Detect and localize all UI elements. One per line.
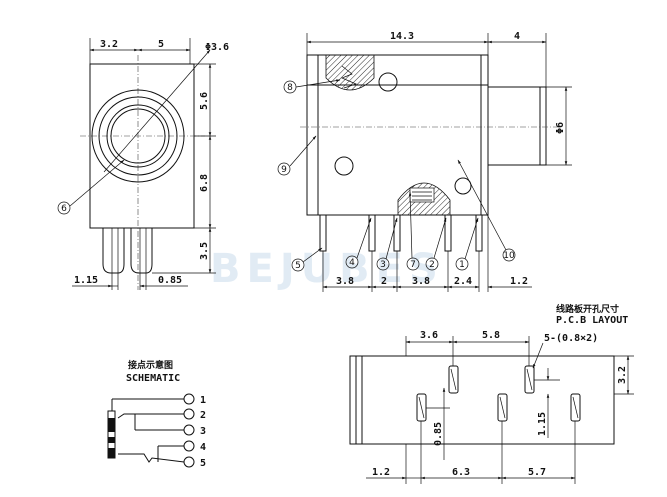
- pcb-dim-bottom-2: 6.3: [452, 467, 470, 478]
- callout-6: 6: [61, 204, 67, 214]
- callout-4: 4: [349, 258, 355, 268]
- side-dim-bottom-1: 3.8: [336, 276, 354, 287]
- pcb-dim-right: 3.2: [617, 366, 628, 384]
- pin-4-terminal: [183, 440, 195, 452]
- jack-hole: [110, 108, 166, 164]
- pcb-pad-2: [524, 365, 535, 394]
- callout-2: 2: [429, 260, 435, 270]
- pcb-pad-3: [416, 393, 427, 422]
- front-dim-top-right: 5: [158, 39, 164, 50]
- side-hole-right: [454, 177, 472, 195]
- pin-label-5: 5: [200, 458, 206, 469]
- pcb-dim-top-1: 3.6: [420, 330, 438, 341]
- front-dim-right-1: 5.6: [199, 92, 210, 110]
- pin-label-1: 1: [200, 395, 206, 406]
- side-dim-bottom-4: 2.4: [454, 276, 472, 287]
- callout-5: 5: [295, 261, 301, 271]
- callout-8: 8: [287, 83, 293, 93]
- schematic: 接点示意图 SCHEMATIC 1 2 3 4 5: [107, 359, 206, 469]
- side-dim-top-barrel: 4: [514, 31, 520, 42]
- callout-10: 10: [503, 251, 515, 261]
- pcb-title-cn: 线路板开孔尺寸: [556, 303, 619, 315]
- callout-9: 9: [281, 165, 287, 175]
- front-view: 3.2 5 Φ3.6 5.6 6.8 3.5 1.15 0.85 6: [57, 38, 229, 290]
- front-dim-bottom-right: 0.85: [158, 275, 182, 286]
- pin-3-terminal: [183, 424, 195, 436]
- pcb-layout: 线路板开孔尺寸 P.C.B LAYOUT 3.6 5.8 5-(0.8×2): [349, 303, 634, 484]
- callout-3: 3: [380, 260, 386, 270]
- callout-6-circle: [57, 201, 71, 215]
- pcb-pad-5: [570, 393, 581, 422]
- side-dim-bottom-5: 1.2: [510, 276, 528, 287]
- watermark: BEJUBES: [210, 246, 444, 292]
- schematic-title-en: SCHEMATIC: [126, 373, 180, 384]
- pcb-pad-4: [497, 393, 508, 422]
- pin-2-terminal: [183, 408, 195, 420]
- pin-label-3: 3: [200, 426, 206, 437]
- front-dim-right-3: 3.5: [199, 242, 210, 260]
- pin-1-terminal: [183, 393, 195, 405]
- front-dim-right-2: 6.8: [199, 174, 210, 192]
- side-dim-bottom-3: 3.8: [412, 276, 430, 287]
- side-hole-left: [334, 156, 354, 176]
- side-hole-top: [378, 72, 398, 92]
- front-pin-left: [102, 228, 125, 274]
- pcb-title-en: P.C.B LAYOUT: [556, 315, 628, 326]
- pcb-dim-inner-2: 1.15: [537, 412, 548, 436]
- pcb-dim-bottom-3: 5.7: [528, 467, 546, 478]
- pcb-dim-inner-1: 0.85: [433, 422, 444, 446]
- pcb-hole-label: 5-(0.8×2): [544, 333, 598, 344]
- side-view: 14.3 4 Φ6 3.8 2 3.8 2.4 1.2 8 9 5: [277, 31, 572, 292]
- callout-1: 1: [459, 260, 465, 270]
- front-dim-top-left: 3.2: [100, 39, 118, 50]
- side-diameter-label: Φ6: [555, 122, 566, 134]
- pin-label-2: 2: [200, 410, 206, 421]
- front-dim-bottom-left: 1.15: [74, 275, 98, 286]
- front-pin-right: [130, 228, 153, 274]
- side-pin-4: [444, 214, 452, 252]
- pin-5-terminal: [183, 456, 195, 468]
- pin-label-4: 4: [200, 442, 206, 453]
- side-dim-bottom-2: 2: [381, 276, 387, 287]
- jack-barrel: [487, 86, 547, 166]
- jack-outer-ring: [91, 89, 185, 183]
- front-body-outline: [89, 63, 195, 229]
- pcb-pad-1: [448, 365, 459, 394]
- schematic-title-cn: 接点示意图: [128, 359, 173, 371]
- pcb-dim-top-2: 5.8: [482, 330, 500, 341]
- front-diameter-label: Φ3.6: [205, 42, 229, 53]
- callout-7: 7: [410, 260, 416, 270]
- pcb-dim-bottom-1: 1.2: [372, 467, 390, 478]
- pcb-outline: [362, 355, 615, 445]
- side-dim-top-length: 14.3: [390, 31, 414, 42]
